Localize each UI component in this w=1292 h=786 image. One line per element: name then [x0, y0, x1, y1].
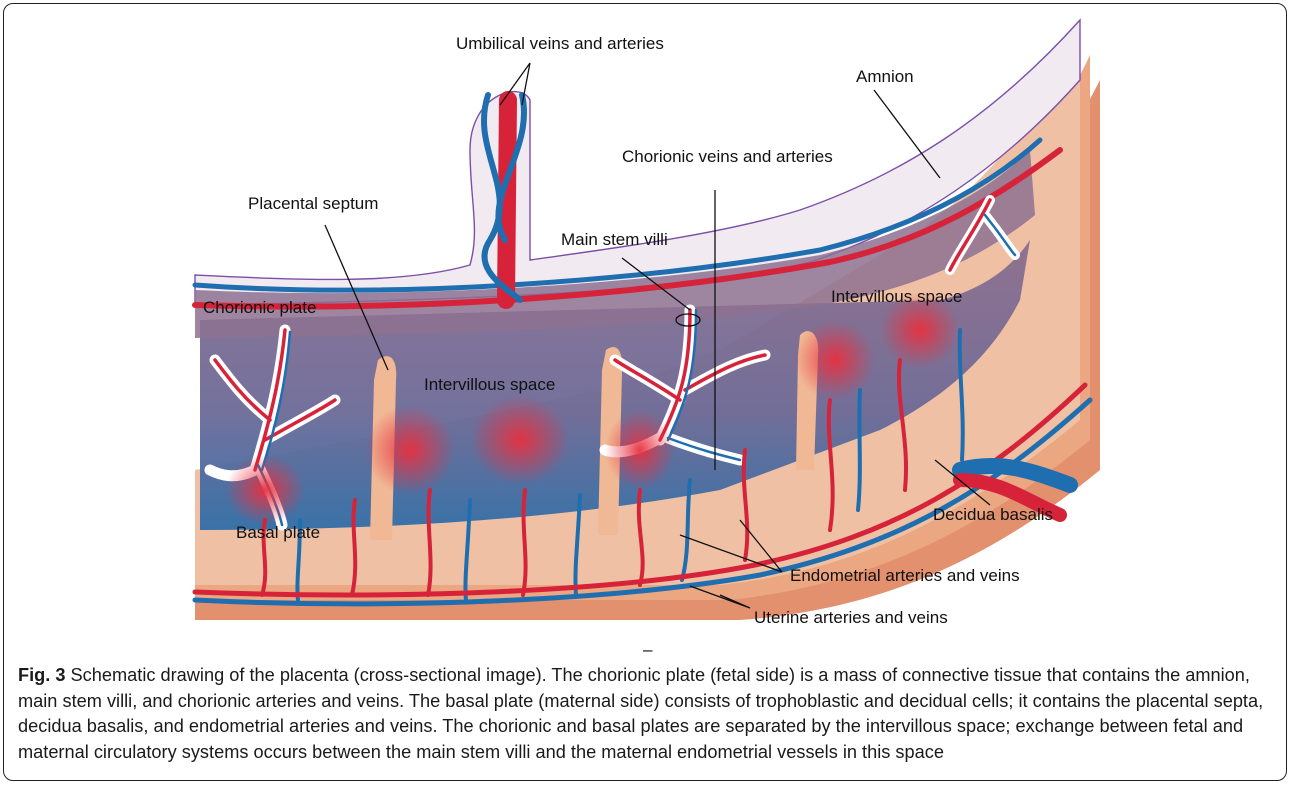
label-umbilical: Umbilical veins and arteries [456, 34, 664, 53]
label-chorionic-vessels: Chorionic veins and arteries [622, 147, 833, 166]
label-intervillous-right: Intervillous space [831, 287, 962, 306]
umbilical-artery [506, 100, 508, 300]
label-intervillous-left: Intervillous space [424, 375, 555, 394]
label-placental-septum: Placental septum [248, 194, 378, 213]
figure-caption: Fig. 3 Schematic drawing of the placenta… [18, 663, 1274, 765]
blood-spurt [605, 410, 675, 490]
blood-spurt [795, 320, 875, 400]
label-chorionic-plate: Chorionic plate [203, 298, 316, 317]
label-decidua-basalis: Decidua basalis [933, 505, 1053, 524]
label-amnion: Amnion [856, 67, 914, 86]
caption-fig-label: Fig. 3 [18, 665, 66, 685]
label-endometrial: Endometrial arteries and veins [790, 566, 1020, 585]
blood-spurt [225, 455, 305, 525]
blood-spurt [470, 395, 570, 485]
placenta-diagram: Umbilical veins and arteries Amnion Chor… [0, 0, 1292, 660]
tick-mark: – [643, 640, 653, 659]
label-main-stem-villi: Main stem villi [561, 230, 668, 249]
blood-spurt [365, 405, 455, 495]
label-basal-plate: Basal plate [236, 523, 320, 542]
label-uterine: Uterine arteries and veins [754, 608, 948, 627]
caption-text: Schematic drawing of the placenta (cross… [18, 665, 1263, 762]
